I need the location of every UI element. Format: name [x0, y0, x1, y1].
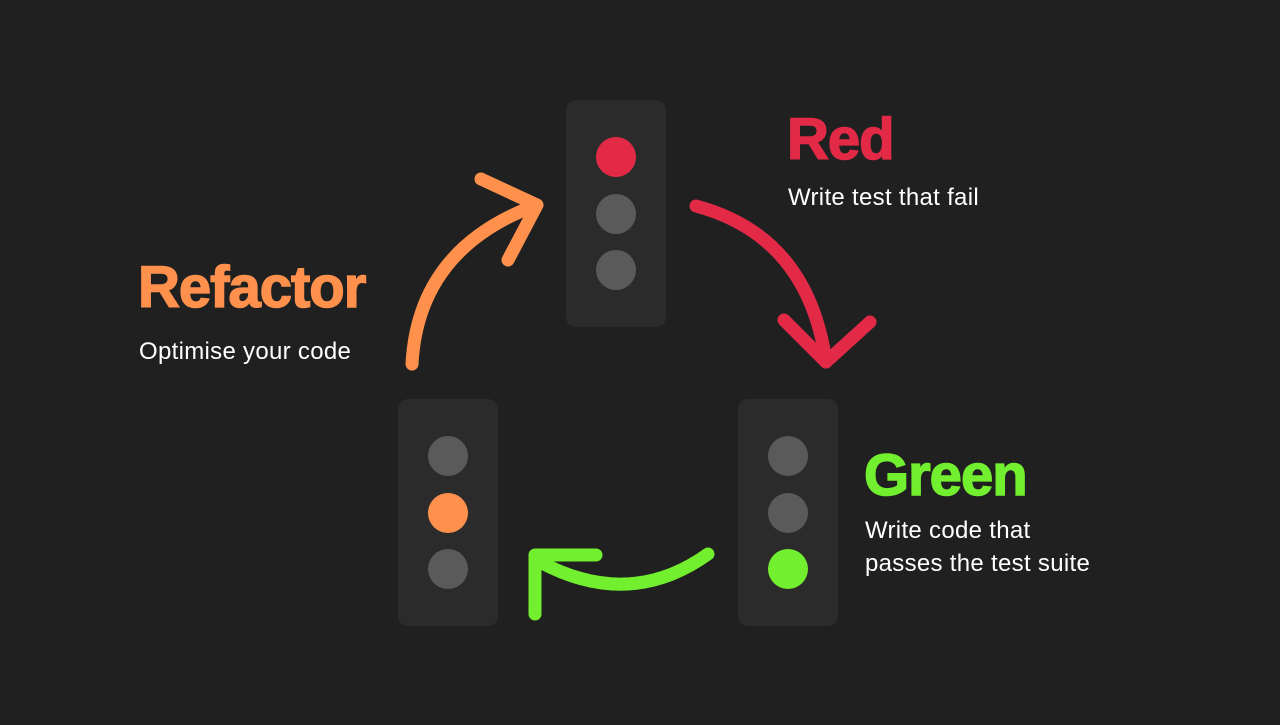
light-off-icon: [596, 250, 636, 290]
green-stage-title: Green: [863, 443, 1028, 508]
traffic-light-red-stage: [566, 100, 666, 327]
light-off-icon: [428, 549, 468, 589]
traffic-light-green-stage: [738, 399, 838, 626]
light-off-icon: [428, 436, 468, 476]
traffic-light-refactor-stage: [398, 399, 498, 626]
green-to-refactor-arrow-icon: [528, 547, 715, 621]
red-stage-description: Write test that fail: [788, 184, 979, 211]
green-stage-description-line1: Write code that: [865, 517, 1031, 544]
light-off-icon: [596, 194, 636, 234]
green-light-on-icon: [768, 549, 808, 589]
red-stage-title: Red: [786, 107, 895, 172]
green-stage-description-line2: passes the test suite: [865, 550, 1091, 577]
light-off-icon: [768, 493, 808, 533]
red-to-green-arrow-icon: [689, 199, 877, 369]
refactor-to-red-arrow-icon: [405, 172, 544, 371]
red-light-on-icon: [596, 137, 636, 177]
refactor-stage-title: Refactor: [137, 255, 367, 320]
refactor-stage-description: Optimise your code: [139, 338, 352, 365]
orange-light-on-icon: [428, 493, 468, 533]
light-off-icon: [768, 436, 808, 476]
